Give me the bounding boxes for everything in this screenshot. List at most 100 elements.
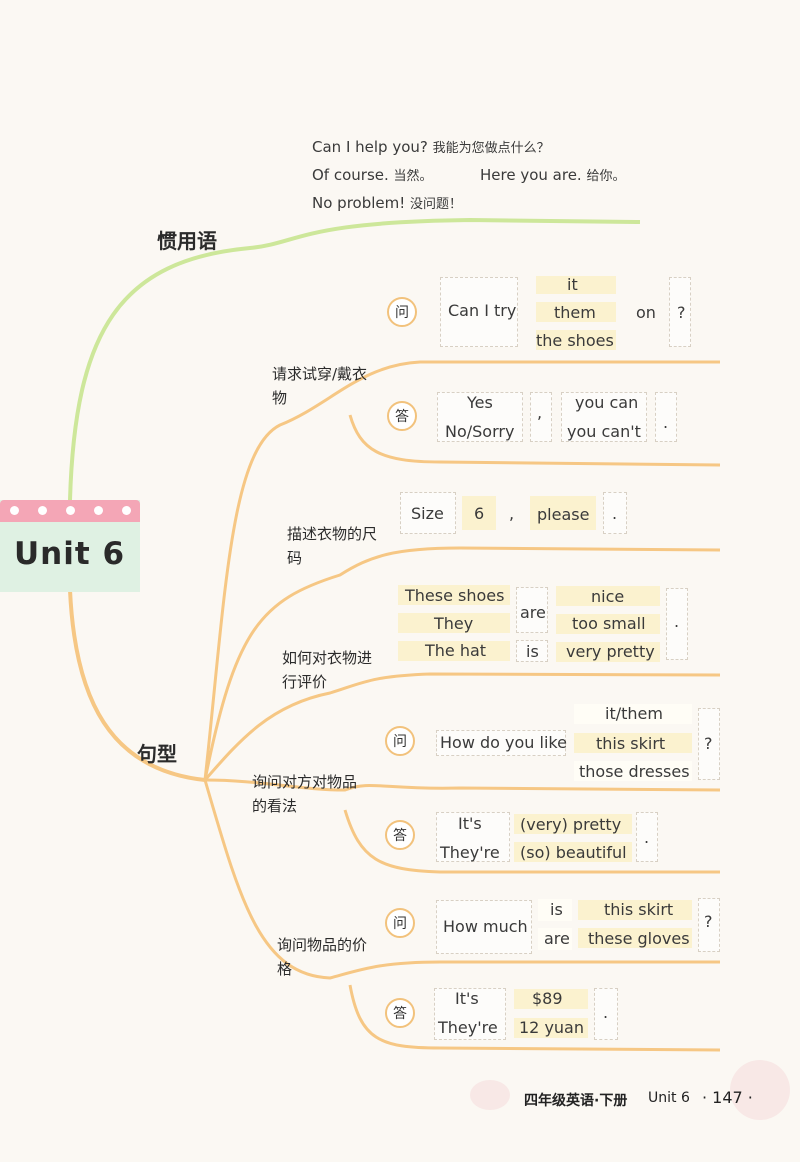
period: .	[603, 1003, 609, 1022]
idiom-line-2b: Here you are. 给你。	[480, 165, 626, 184]
phrase-box	[603, 492, 627, 534]
ask-marker: 问	[387, 297, 417, 327]
answer-price: $89	[532, 989, 563, 1008]
price-label: 询问物品的价格	[277, 936, 368, 978]
answer-option: you can't	[567, 422, 641, 441]
idiom-line-2: Of course. 当然。	[312, 165, 433, 184]
phrase-box	[655, 392, 677, 442]
answer-subject: They're	[438, 1018, 498, 1037]
phrase-box	[669, 277, 691, 347]
subject-option: These shoes	[405, 586, 505, 605]
price-branch	[203, 779, 720, 980]
adjective-option: nice	[591, 587, 625, 606]
answer-subject: It's	[458, 814, 482, 833]
object-option: them	[554, 303, 596, 322]
object-option: these gloves	[588, 929, 690, 948]
highlight-bar	[536, 302, 616, 322]
opinion-answer-branch	[343, 809, 720, 874]
q-on: on	[636, 303, 656, 322]
phrase-box	[698, 898, 720, 952]
highlight-bar	[530, 496, 596, 530]
patterns-branch	[68, 589, 206, 782]
answer-subject: It's	[455, 989, 479, 1008]
patterns-category-label: 句型	[137, 742, 177, 766]
phrase-box	[698, 708, 720, 780]
try-on-label: 请求试穿/戴衣物	[272, 365, 368, 407]
phrase-box	[434, 988, 506, 1040]
highlight-bar	[538, 928, 572, 950]
answer-adjective: (very) pretty	[520, 815, 622, 834]
size-number: 6	[474, 504, 485, 523]
try-on-branch	[203, 360, 720, 781]
answer-adjective: (so) beautiful	[520, 843, 627, 862]
comma: ,	[537, 403, 543, 422]
period: .	[612, 504, 618, 523]
phrase-box	[516, 640, 548, 662]
idiom-zh: 没问题！	[410, 197, 463, 212]
highlight-bar	[514, 842, 632, 862]
ask-marker: 问	[385, 908, 415, 938]
opinion-branch	[204, 778, 721, 792]
footer-book-title: 四年级英语·下册	[524, 1093, 628, 1109]
idiom-en: Can I help you?	[312, 138, 428, 156]
idioms-branch	[68, 217, 641, 501]
phrase-box	[437, 392, 523, 442]
highlight-bar	[536, 330, 616, 350]
object-option: the shoes	[536, 331, 614, 350]
center-title: Unit 6	[14, 536, 126, 572]
footer-unit: Unit 6	[648, 1090, 690, 1106]
comma: ,	[509, 504, 515, 523]
idiom-en: Here you are.	[480, 166, 582, 184]
highlight-bar	[514, 989, 588, 1009]
highlight-bar	[398, 585, 510, 605]
q-start: How much	[443, 917, 528, 936]
verb-option: are	[544, 929, 570, 948]
adjective-option: too small	[572, 614, 646, 633]
highlight-bar	[462, 496, 496, 530]
page-number: · 147 ·	[702, 1088, 753, 1107]
idiom-zh: 当然。	[393, 169, 433, 184]
answer-option: you can	[575, 393, 639, 412]
size-word: Size	[411, 504, 444, 523]
please: please	[537, 505, 590, 524]
phrase-box	[530, 392, 552, 442]
answer-marker: 答	[385, 820, 415, 850]
object-option: it	[567, 275, 578, 294]
phrase-box	[594, 988, 618, 1040]
highlight-bar	[556, 586, 660, 606]
highlight-bar	[578, 900, 692, 920]
phrase-box	[440, 277, 518, 347]
evaluate-label: 如何对衣物进行评价	[282, 649, 373, 691]
phrase-box	[561, 392, 647, 442]
idiom-line-1: Can I help you? 我能为您做点什么？	[312, 137, 550, 156]
object-option: those dresses	[579, 762, 690, 781]
q-end: ?	[704, 734, 713, 753]
verb-option: is	[526, 642, 539, 661]
size-label: 描述衣物的尺码	[287, 525, 378, 567]
highlight-bar	[398, 641, 510, 661]
phrase-box	[436, 730, 566, 756]
price-answer-branch	[348, 984, 721, 1052]
q-start: Can I try	[448, 301, 517, 320]
phrase-box	[636, 812, 658, 862]
idiom-zh: 给你。	[586, 169, 626, 184]
answer-option: Yes	[467, 393, 493, 412]
adjective-option: very pretty	[566, 642, 655, 661]
answer-marker: 答	[387, 401, 417, 431]
object-option: this skirt	[596, 734, 666, 753]
highlight-bar	[578, 928, 692, 948]
phrase-box	[400, 492, 456, 534]
period: .	[674, 612, 680, 631]
idiom-zh: 我能为您做点什么？	[432, 141, 550, 156]
size-branch	[203, 546, 721, 781]
decorative-blob	[730, 1060, 790, 1120]
phrase-box	[516, 587, 548, 633]
highlight-bar	[398, 613, 510, 633]
verb-option: is	[550, 900, 563, 919]
q-start: How do you like	[440, 733, 567, 752]
q-end: ?	[677, 303, 686, 322]
highlight-bar	[556, 642, 660, 662]
idioms-category-label: 惯用语	[157, 229, 217, 253]
highlight-bar	[538, 899, 572, 921]
